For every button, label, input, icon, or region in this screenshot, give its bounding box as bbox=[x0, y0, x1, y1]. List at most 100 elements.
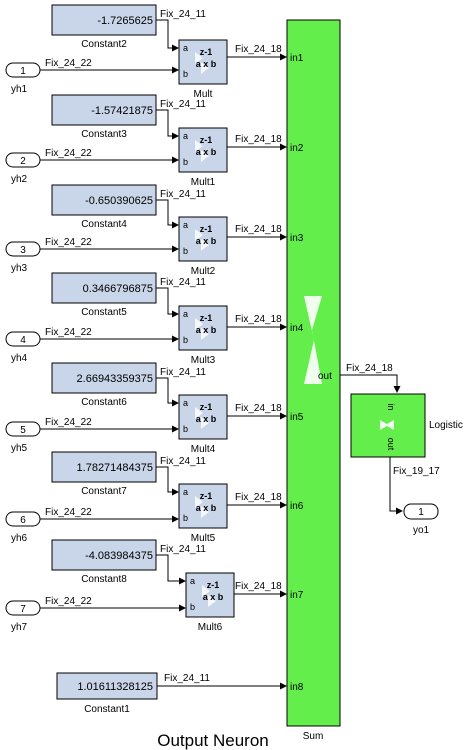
inport-name: yh2 bbox=[11, 174, 28, 185]
diagram-title: Output Neuron bbox=[157, 731, 269, 750]
constant-signal-type: Fix_24_11 bbox=[160, 9, 206, 20]
constant-block[interactable]: 0.3466796875 bbox=[51, 272, 157, 304]
input-signal-type: Fix_24_22 bbox=[45, 237, 92, 248]
constant-signal-type: Fix_24_11 bbox=[160, 189, 206, 200]
logistic-block[interactable] bbox=[350, 393, 426, 458]
mult-op: a x b bbox=[196, 325, 217, 335]
constant-block[interactable]: 2.66943359375 bbox=[51, 362, 157, 394]
mult-label: Mult6 bbox=[198, 622, 223, 633]
constant-wire bbox=[156, 466, 179, 496]
constant-value: -0.650390625 bbox=[85, 195, 153, 207]
mult-block[interactable]: abz-1a x b bbox=[178, 127, 228, 173]
inport[interactable]: 7 bbox=[5, 600, 41, 616]
inport-name: yh7 bbox=[11, 622, 28, 633]
mult-op: a x b bbox=[196, 503, 217, 513]
mult-block[interactable]: abz-1a x b bbox=[178, 216, 228, 262]
inport[interactable]: 3 bbox=[5, 241, 41, 257]
constant-wire bbox=[156, 554, 186, 585]
mult-block[interactable]: abz-1a x b bbox=[185, 572, 235, 618]
sigma-icon bbox=[304, 296, 322, 384]
inport-name: yh3 bbox=[11, 263, 28, 274]
constant1-signal-type: Fix_24_11 bbox=[164, 673, 210, 684]
constant-block[interactable]: -1.57421875 bbox=[51, 94, 157, 126]
sum-input-port: in1 bbox=[290, 53, 304, 64]
mult-label: Mult2 bbox=[191, 266, 216, 277]
mult-block[interactable]: abz-1a x b bbox=[178, 305, 228, 351]
constant-label: Constant4 bbox=[81, 219, 127, 230]
logistic-out-signal-type: Fix_19_17 bbox=[393, 466, 440, 477]
constant-signal-type: Fix_24_11 bbox=[160, 277, 206, 288]
constant-value: 2.66943359375 bbox=[77, 373, 153, 385]
inport[interactable]: 5 bbox=[5, 421, 41, 437]
constant1-label: Constant1 bbox=[84, 704, 130, 715]
outport-number: 1 bbox=[418, 507, 424, 518]
constant-label: Constant5 bbox=[81, 307, 127, 318]
sum-block[interactable] bbox=[286, 19, 341, 727]
xilinx-logo-icon bbox=[195, 407, 209, 429]
constant-block[interactable]: -0.650390625 bbox=[51, 184, 157, 216]
constant-label: Constant8 bbox=[81, 574, 127, 585]
logistic-to-outport-wire bbox=[389, 457, 403, 515]
mult-port-a: a bbox=[190, 576, 195, 586]
mult-op: a x b bbox=[196, 236, 217, 246]
inport-number: 3 bbox=[20, 245, 26, 256]
sum-input-port: in2 bbox=[290, 143, 304, 154]
constant-block[interactable]: -4.083984375 bbox=[51, 539, 157, 571]
outport-yo1[interactable]: 1 bbox=[403, 503, 439, 520]
constant-block[interactable]: -1.7265625 bbox=[51, 4, 157, 36]
mult-block[interactable]: abz-1a x b bbox=[178, 394, 228, 440]
sum-input-port: in6 bbox=[290, 501, 304, 512]
mult-label: Mult1 bbox=[191, 177, 216, 188]
mult-port-a: a bbox=[183, 220, 188, 230]
constant1-block[interactable]: 1.01611328125 bbox=[56, 672, 158, 700]
inport[interactable]: 4 bbox=[5, 331, 41, 347]
constant-value: 0.3466796875 bbox=[83, 283, 153, 295]
mult-port-b: b bbox=[183, 246, 188, 256]
mult-out-signal-type: Fix_24_18 bbox=[235, 224, 282, 235]
logistic-icon bbox=[380, 420, 394, 430]
mult-out-signal-type: Fix_24_18 bbox=[235, 492, 282, 503]
xilinx-logo-icon bbox=[195, 140, 209, 162]
inport[interactable]: 1 bbox=[5, 62, 41, 78]
mult-port-b: b bbox=[183, 424, 188, 434]
input-signal-type: Fix_24_22 bbox=[45, 507, 92, 518]
inport[interactable]: 6 bbox=[5, 511, 41, 527]
xilinx-logo-icon bbox=[195, 318, 209, 340]
inport-name: yh4 bbox=[11, 353, 28, 364]
constant-value: -1.57421875 bbox=[91, 105, 153, 117]
constant-wire bbox=[156, 199, 179, 229]
input-signal-type: Fix_24_22 bbox=[45, 417, 92, 428]
mult-port-a: a bbox=[183, 398, 188, 408]
xilinx-logo-icon bbox=[195, 496, 209, 518]
mult-block[interactable]: abz-1a x b bbox=[178, 39, 228, 85]
mult-out-signal-type: Fix_24_18 bbox=[235, 403, 282, 414]
sum-out-signal-type: Fix_24_18 bbox=[346, 363, 393, 374]
logistic-label: Logistic bbox=[429, 420, 463, 431]
mult-delay: z-1 bbox=[200, 47, 213, 57]
mult-op: a x b bbox=[196, 414, 217, 424]
inport-number: 5 bbox=[20, 425, 26, 436]
mult-port-a: a bbox=[183, 487, 188, 497]
logistic-out-port: out bbox=[386, 438, 396, 451]
constant-value: -1.7265625 bbox=[97, 15, 153, 27]
logistic-in-port: in bbox=[386, 403, 396, 410]
mult-port-b: b bbox=[190, 602, 195, 612]
xilinx-logo-icon bbox=[202, 585, 216, 607]
inport[interactable]: 2 bbox=[5, 152, 41, 168]
constant-value: -4.083984375 bbox=[85, 550, 153, 562]
mult-out-signal-type: Fix_24_18 bbox=[235, 581, 282, 592]
mult-port-b: b bbox=[183, 335, 188, 345]
constant-label: Constant3 bbox=[81, 129, 127, 140]
inport-number: 6 bbox=[20, 515, 26, 526]
constant-wire bbox=[156, 377, 179, 407]
constant-label: Constant2 bbox=[81, 39, 127, 50]
mult-block[interactable]: abz-1a x b bbox=[178, 483, 228, 529]
sum-to-logistic-wire bbox=[340, 374, 401, 393]
mult-port-b: b bbox=[183, 69, 188, 79]
mult-op: a x b bbox=[196, 59, 217, 69]
constant-block[interactable]: 1.78271484375 bbox=[51, 451, 157, 483]
